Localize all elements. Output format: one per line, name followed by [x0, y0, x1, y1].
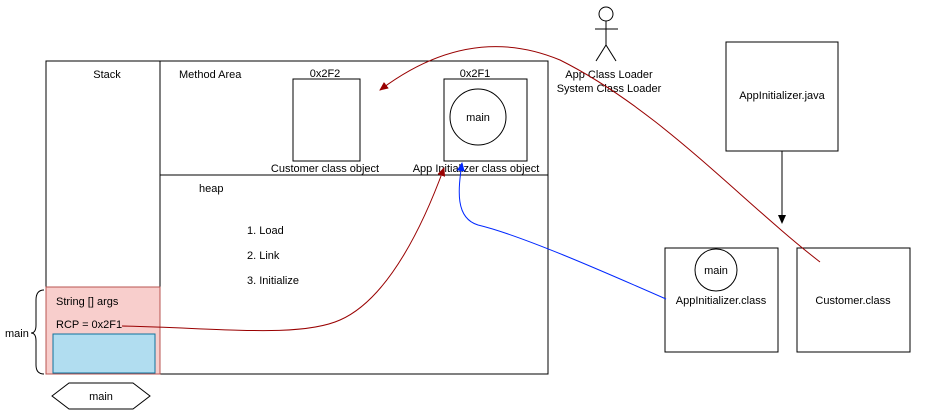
step-link: 2. Link: [247, 250, 280, 262]
app-object-caption: App Initializer class object: [413, 163, 540, 175]
main-thread-hexagon: [51, 382, 151, 410]
loader-line1: App Class Loader: [565, 69, 653, 81]
customer-class-file-label: Customer.class: [815, 295, 891, 307]
app-class-main-label: main: [704, 265, 728, 277]
app-object-main-method: [449, 88, 507, 146]
reference-arrow: [121, 167, 446, 332]
source-file-box: [725, 41, 839, 152]
app-object-address: 0x2F1: [460, 68, 491, 80]
frame-brace-label: main: [5, 328, 29, 340]
customer-load-arrow: [379, 46, 821, 263]
source-file-label: AppInitializer.java: [739, 90, 825, 102]
frame-brace: [30, 289, 45, 375]
stack-label: Stack: [93, 69, 121, 81]
app-object-main-label: main: [466, 112, 490, 124]
step-initialize: 3. Initialize: [247, 275, 299, 287]
class-loader-actor-icon: [595, 6, 618, 62]
customer-object-address: 0x2F2: [310, 68, 341, 80]
frame-args: String [] args: [56, 296, 119, 308]
app-class-load-arrow: [456, 162, 667, 300]
app-class-main-method: [694, 248, 738, 292]
heap-label: heap: [199, 183, 223, 195]
frame-local-box: [52, 333, 156, 374]
main-thread-label: main: [89, 391, 113, 403]
customer-class-object: [292, 78, 361, 162]
frame-rcp: RCP = 0x2F1: [56, 319, 122, 331]
customer-class-file-box: [796, 247, 911, 353]
customer-object-caption: Customer class object: [271, 163, 379, 175]
method-area-label: Method Area: [179, 69, 242, 81]
app-class-file-label: AppInitializer.class: [676, 295, 767, 307]
step-load: 1. Load: [247, 225, 284, 237]
